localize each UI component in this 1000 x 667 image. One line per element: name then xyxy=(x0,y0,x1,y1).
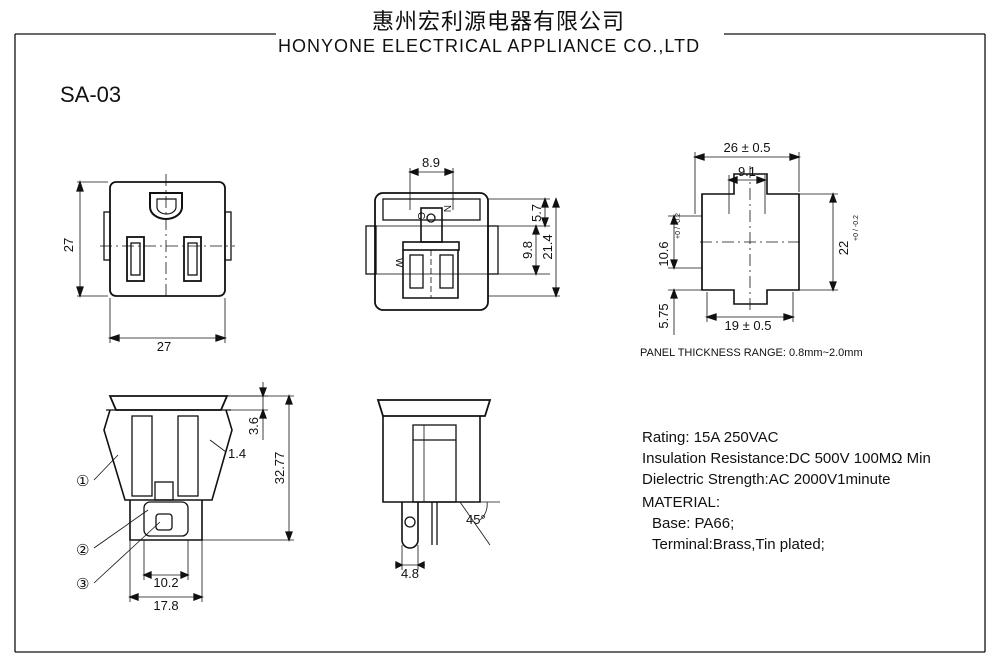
side-dim-10-2: 10.2 xyxy=(153,575,178,590)
back-dim-9-8: 9.8 xyxy=(520,241,535,259)
callout-1: ① xyxy=(76,473,89,490)
specs-block: Rating: 15A 250VAC Insulation Resistance… xyxy=(642,427,931,555)
panel-thickness-note: PANEL THICKNESS RANGE: 0.8mm~2.0mm xyxy=(640,347,863,359)
front-width-label: 27 xyxy=(157,339,171,354)
spec-terminal: Terminal:Brass,Tin plated; xyxy=(652,536,825,553)
front-view xyxy=(76,174,235,343)
callout-3: ③ xyxy=(76,576,89,593)
company-name-chinese: 惠州宏利源电器有限公司 xyxy=(372,10,626,35)
back-dim-top: 8.9 xyxy=(422,155,440,170)
cutout-height-right-label: 22 xyxy=(836,241,851,255)
cutout-width-label: 26 ± 0.5 xyxy=(724,140,771,155)
section-view xyxy=(376,399,500,570)
cutout-bottom-width-label: 19 ± 0.5 xyxy=(725,318,772,333)
section-dim-4-8: 4.8 xyxy=(401,566,419,581)
cutout-bottom-left-label: 5.75 xyxy=(656,303,671,328)
side-dim-17-8: 17.8 xyxy=(153,598,178,613)
side-dim-1-4: 1.4 xyxy=(228,446,246,461)
back-mark-n: N xyxy=(441,205,452,212)
front-height-label: 27 xyxy=(61,238,76,252)
model-number: SA-03 xyxy=(60,82,122,107)
cutout-height-left-label: 10.6 xyxy=(656,241,671,266)
cutout-inner-width-label: 9.1 xyxy=(738,164,756,179)
spec-material-title: MATERIAL: xyxy=(642,494,721,511)
back-dim-5-7: 5.7 xyxy=(529,204,544,222)
spec-dielectric: Dielectric Strength:AC 2000V1minute xyxy=(642,471,891,488)
back-mark-w: W xyxy=(393,258,404,268)
side-view xyxy=(93,382,294,602)
spec-insulation: Insulation Resistance:DC 500V 100MΩ Min xyxy=(642,450,931,467)
company-name-english: HONYONE ELECTRICAL APPLIANCE CO.,LTD xyxy=(278,36,701,56)
back-dim-21-4: 21.4 xyxy=(540,234,555,259)
section-angle-label: 45° xyxy=(466,512,486,527)
spec-rating: Rating: 15A 250VAC xyxy=(642,429,779,446)
side-dim-3-6: 3.6 xyxy=(246,417,261,435)
panel-cutout xyxy=(668,152,838,335)
back-view xyxy=(365,168,560,311)
cutout-height-left-tol: +0 / -0.2 xyxy=(675,213,682,239)
side-dim-32-77: 32.77 xyxy=(272,452,287,485)
cutout-height-right-tol: +0 / -0.2 xyxy=(853,215,860,241)
spec-base: Base: PA66; xyxy=(652,515,735,532)
callout-2: ② xyxy=(76,542,89,559)
back-mark-g: G xyxy=(415,212,426,220)
